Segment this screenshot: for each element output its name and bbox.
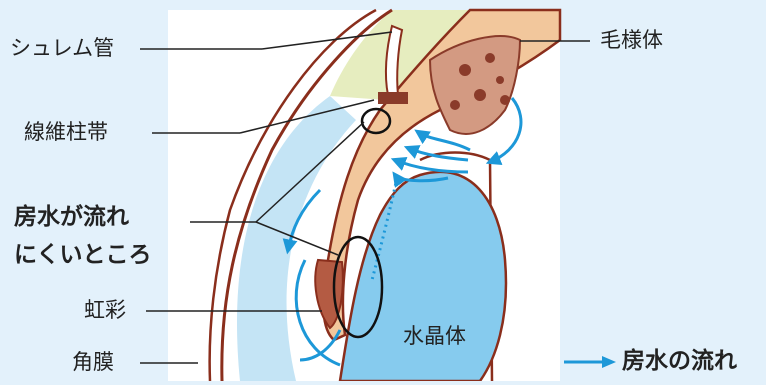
label-ciliary-body: 毛様体 [600,30,663,51]
legend-flow-label: 房水の流れ [622,350,737,373]
trabecular-mesh [378,92,408,104]
label-cornea: 角膜 [72,352,114,373]
label-lens: 水晶体 [403,326,466,347]
legend-flow-arrow [562,354,618,370]
label-schlemm-canal: シュレム管 [10,38,114,59]
label-iris: 虹彩 [84,300,126,321]
label-trabecular-meshwork: 線維柱帯 [24,122,108,143]
label-hard-flow-line1: 房水が流れ [14,206,129,229]
label-hard-flow-line2: にくいところ [14,244,152,267]
